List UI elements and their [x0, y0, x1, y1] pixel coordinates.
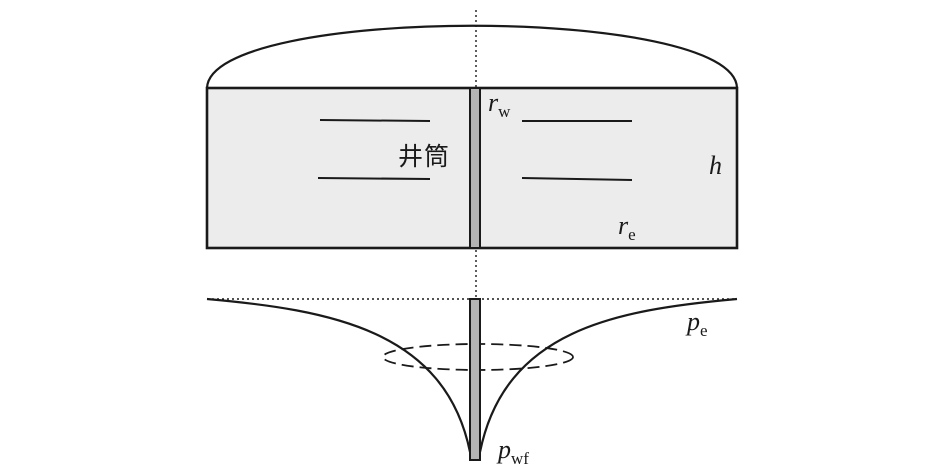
wellbore-lower [469, 298, 481, 461]
pwf-label: pwf [496, 435, 529, 468]
pressure-curve-left [206, 297, 472, 453]
pe-label: pe [685, 307, 708, 340]
wellbore-upper [469, 87, 481, 249]
h-label: h [709, 151, 722, 180]
pressure-curve-right [478, 297, 738, 453]
reservoir-dome [205, 24, 739, 89]
flow-line-left-upper [319, 119, 431, 122]
re-label: re [618, 211, 636, 244]
wellbore-label: 井筒 [398, 142, 450, 171]
flow-line-right-lower [521, 177, 633, 181]
rw-label: rw [488, 88, 511, 121]
flow-line-left-lower [317, 177, 431, 180]
